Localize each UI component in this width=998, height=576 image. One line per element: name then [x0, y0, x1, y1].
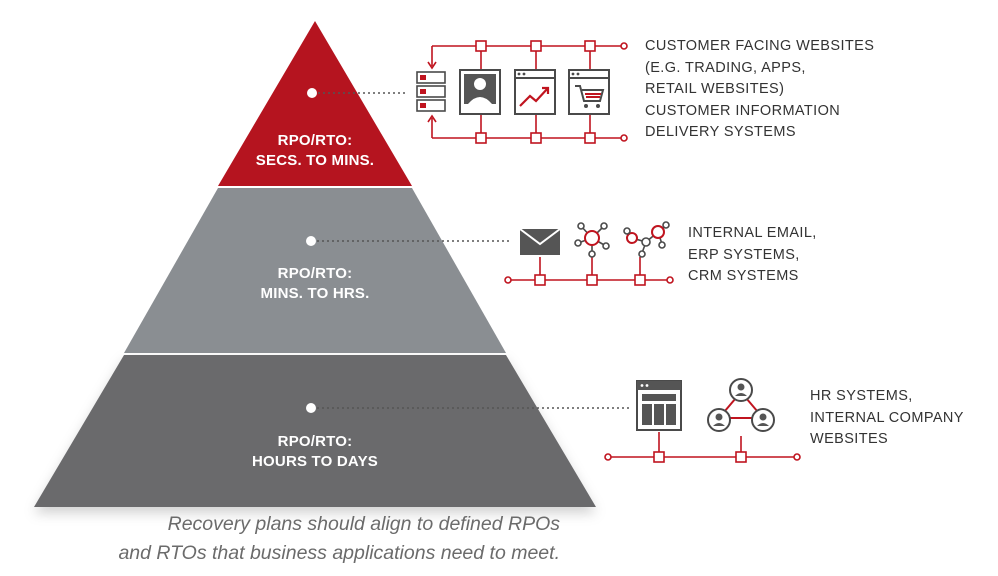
- pyramid-tier-bottom: [34, 355, 596, 507]
- trend-chart-icon: [514, 69, 556, 115]
- tier-label-line: RPO/RTO:: [277, 433, 353, 450]
- pyramid-tier-middle: [124, 188, 506, 353]
- systems-line: (E.G. TRADING, APPS,: [645, 59, 806, 76]
- team-network-icon: [707, 378, 775, 432]
- tier-label-line: RPO/RTO:: [277, 132, 353, 149]
- systems-line: CUSTOMER INFORMATION: [645, 102, 841, 119]
- network-cluster-icon: [623, 221, 670, 258]
- leader-middle: [306, 236, 510, 246]
- network-hub-icon: [574, 222, 610, 258]
- tier-label-line: SECS. TO MINS.: [255, 152, 375, 169]
- pyramid-tier-top: [218, 21, 412, 186]
- tier-label-bottom: RPO/RTO: HOURS TO DAYS: [220, 432, 410, 472]
- tier-label-line: HOURS TO DAYS: [252, 453, 378, 470]
- systems-line: CUSTOMER FACING WEBSITES: [645, 38, 875, 54]
- systems-text-top: CUSTOMER FACING WEBSITES (E.G. TRADING, …: [645, 36, 874, 144]
- tier-label-line: RPO/RTO:: [277, 265, 353, 282]
- systems-line: INTERNAL COMPANY: [810, 409, 964, 426]
- envelope-icon: [519, 228, 561, 255]
- connector-bus-bottom: [604, 432, 801, 463]
- systems-text-middle: INTERNAL EMAIL, ERP SYSTEMS, CRM SYSTEMS: [688, 223, 817, 288]
- caption: Recovery plans should align to defined R…: [40, 510, 560, 568]
- caption-line: Recovery plans should align to defined R…: [167, 513, 560, 535]
- tier-label-middle: RPO/RTO: MINS. TO HRS.: [225, 264, 405, 304]
- caption-line: and RTOs that business applications need…: [118, 542, 560, 564]
- user-profile-icon: [459, 69, 501, 115]
- systems-line: INTERNAL EMAIL,: [688, 225, 817, 241]
- systems-line: ERP SYSTEMS,: [688, 246, 800, 263]
- tier-label-top: RPO/RTO: SECS. TO MINS.: [235, 131, 395, 171]
- server-icon: [416, 71, 446, 112]
- systems-line: WEBSITES: [810, 431, 889, 447]
- connector-bus-top: [427, 40, 628, 144]
- systems-line: CRM SYSTEMS: [688, 268, 799, 284]
- systems-line: DELIVERY SYSTEMS: [645, 124, 796, 140]
- web-layout-icon: [636, 380, 682, 431]
- leader-top: [307, 88, 405, 98]
- systems-line: RETAIL WEBSITES): [645, 81, 785, 97]
- systems-text-bottom: HR SYSTEMS, INTERNAL COMPANY WEBSITES: [810, 386, 964, 451]
- tier-label-line: MINS. TO HRS.: [260, 285, 370, 302]
- connector-bus-middle: [504, 257, 674, 286]
- systems-line: HR SYSTEMS,: [810, 388, 913, 404]
- shopping-cart-icon: [568, 69, 610, 115]
- leader-bottom: [306, 403, 630, 413]
